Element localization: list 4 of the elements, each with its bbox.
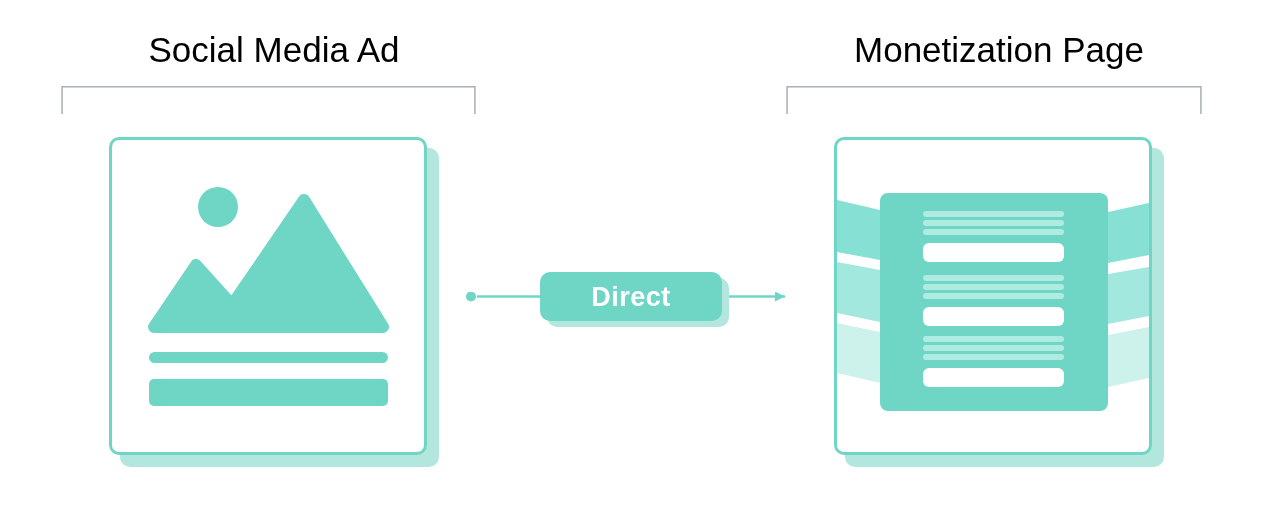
section-heading: Monetization Page: [854, 30, 1144, 70]
connector-line: [466, 291, 540, 302]
section-heading: Social Media Ad: [148, 30, 400, 70]
pill-label: Direct: [591, 280, 671, 313]
